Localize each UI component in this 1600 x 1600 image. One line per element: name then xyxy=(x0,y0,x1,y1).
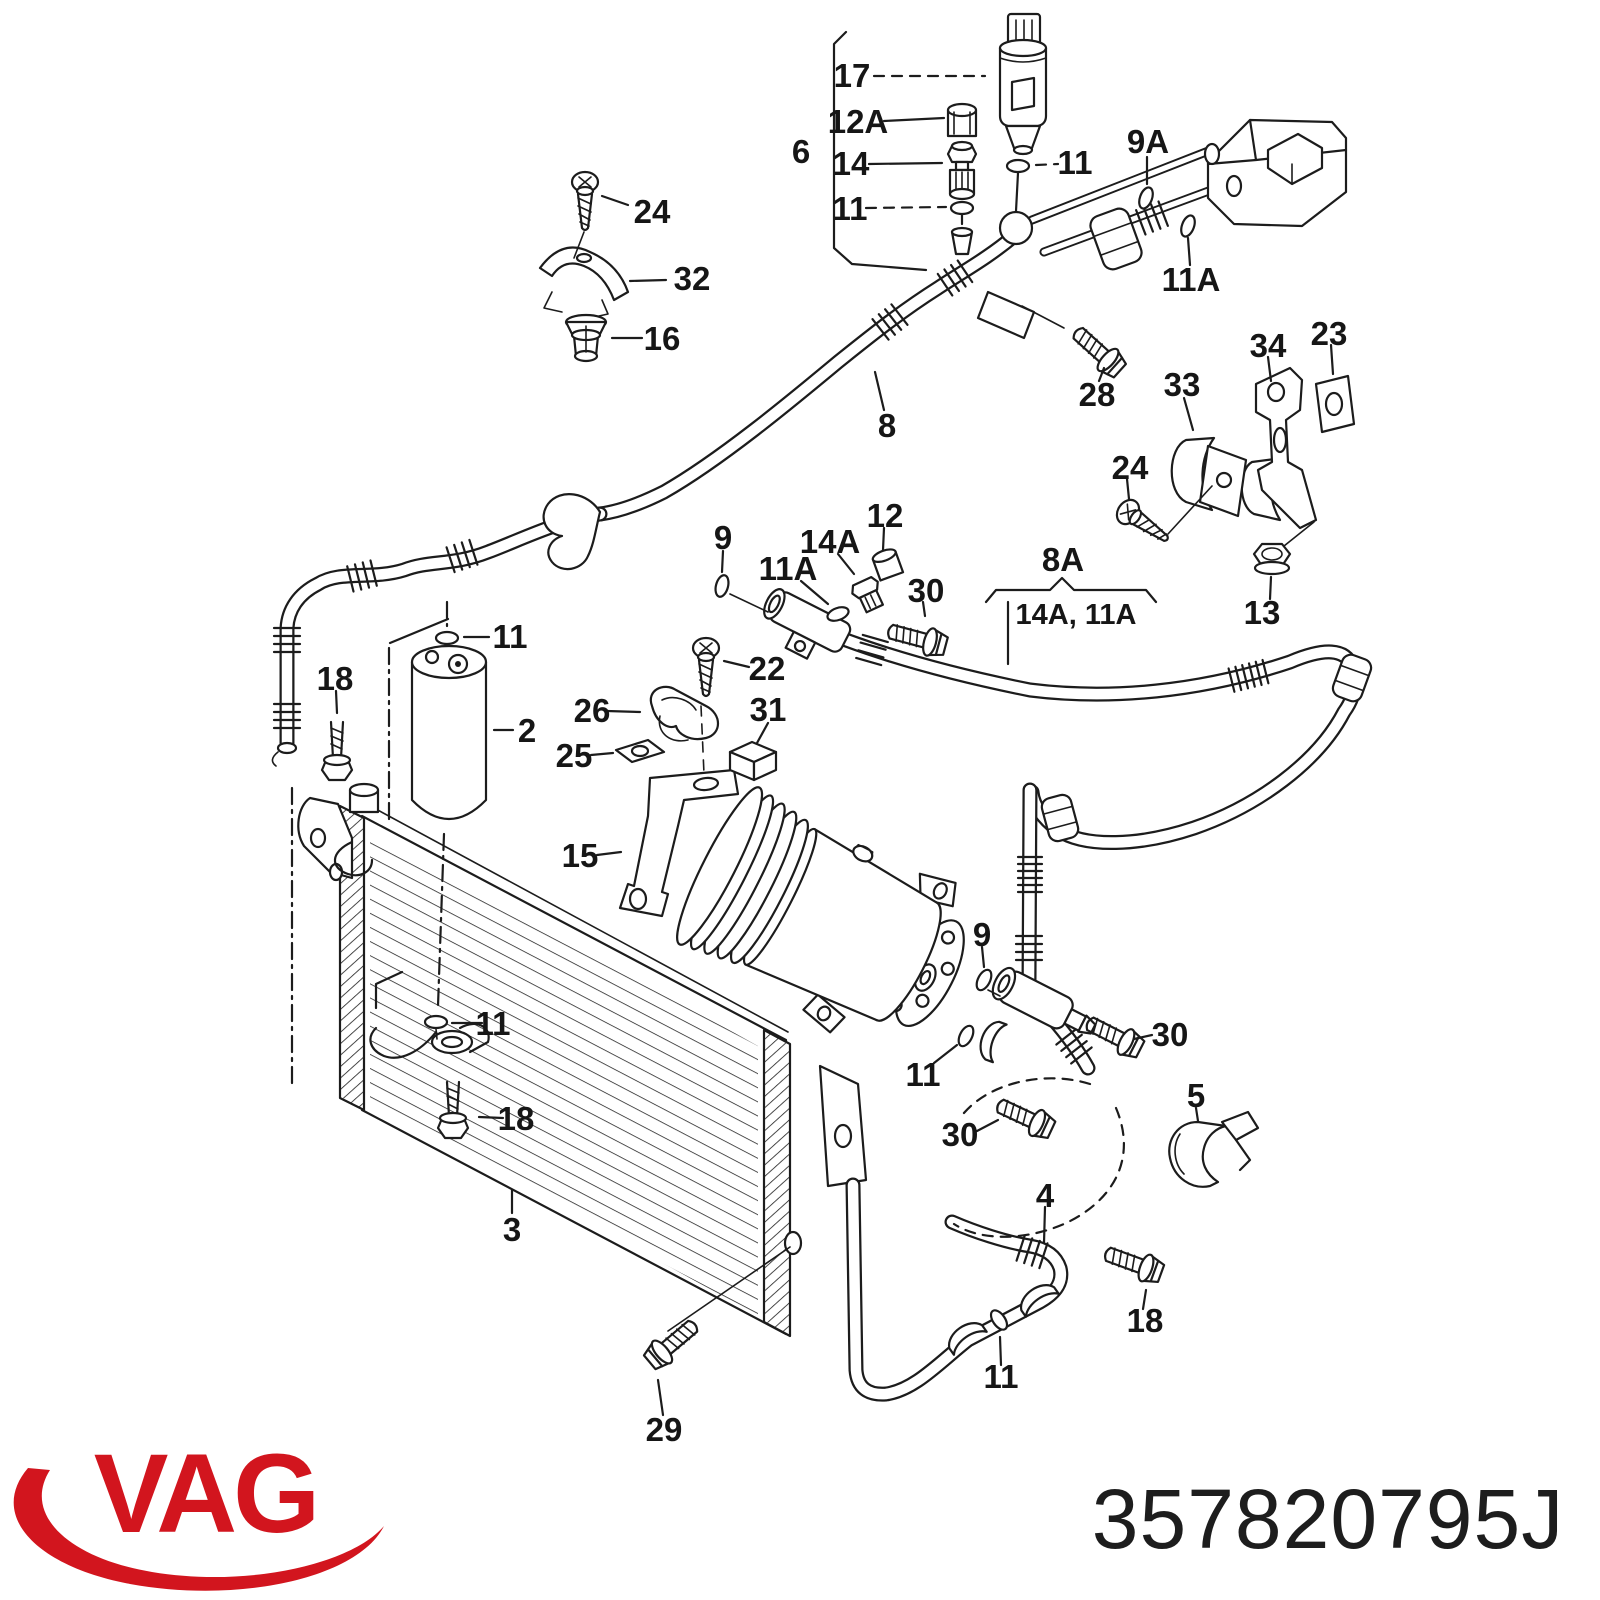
bolt-28 xyxy=(1065,319,1131,383)
callout-9-pipe: 9 xyxy=(714,519,732,556)
callout-14A: 14A xyxy=(800,523,861,560)
condenser-lower-fitting-drawing xyxy=(369,1022,490,1059)
callout-14: 14 xyxy=(833,145,870,182)
fasteners xyxy=(320,158,1315,1375)
callout-11-low: 11 xyxy=(984,1358,1019,1395)
callout-11A-mid: 11A xyxy=(759,550,818,587)
oring-11-drier xyxy=(434,630,460,646)
callout-11-valve: 11 xyxy=(833,190,868,227)
callout-labels: 6 17 12A 14 11 11 9A 11A 24 32 16 28 8 3… xyxy=(317,57,1348,1448)
callout-8A-sub: 14A, 11A xyxy=(1016,599,1137,631)
callout-22: 22 xyxy=(749,650,786,687)
callout-11A-top: 11A xyxy=(1162,261,1221,298)
oring-11-compressor xyxy=(954,1022,978,1050)
clip-16-drawing xyxy=(564,313,608,363)
callout-30-mid: 30 xyxy=(908,572,945,609)
callout-13: 13 xyxy=(1244,594,1281,631)
callout-18-left: 18 xyxy=(317,660,354,697)
callout-30-right: 30 xyxy=(1152,1016,1189,1053)
hose-8A-drawing xyxy=(838,632,1375,990)
brace-8A xyxy=(984,576,1158,604)
plate-nut-25-drawing xyxy=(614,738,666,764)
receiver-drier-drawing xyxy=(387,600,488,1008)
callout-23: 23 xyxy=(1311,315,1348,352)
callout-9A: 9A xyxy=(1127,123,1169,160)
callout-9-comp: 9 xyxy=(973,916,991,953)
expansion-valve-block-drawing xyxy=(1089,118,1348,271)
hose-8-drawing xyxy=(271,228,1022,767)
callout-5: 5 xyxy=(1187,1077,1205,1114)
group-bracket-6 xyxy=(832,30,928,272)
screw-24-left xyxy=(570,170,600,232)
callout-11-switch: 11 xyxy=(1058,144,1093,181)
callout-3: 3 xyxy=(503,1211,521,1248)
callout-26: 26 xyxy=(574,692,611,729)
oring-11A-top xyxy=(1177,212,1199,240)
bolt-18-condenser xyxy=(436,1080,470,1140)
bolt-18-right xyxy=(1099,1239,1167,1288)
manifold-junction-drawing xyxy=(763,588,852,660)
callout-24-right: 24 xyxy=(1112,449,1149,486)
callout-24-left: 24 xyxy=(634,193,671,230)
bolt-30-right xyxy=(1080,1008,1148,1063)
oring-9-compressor xyxy=(972,966,996,994)
callout-4: 4 xyxy=(1036,1177,1055,1214)
pipe-clip-small-drawing xyxy=(974,1017,1008,1064)
pressure-switch-assembly-drawing xyxy=(946,12,1048,256)
callout-8: 8 xyxy=(878,407,896,444)
callout-32: 32 xyxy=(674,260,711,297)
clamp-32-drawing xyxy=(538,246,630,319)
callout-12: 12 xyxy=(867,497,904,534)
callout-11-comp: 11 xyxy=(906,1056,941,1093)
callout-11-cond: 11 xyxy=(476,1005,511,1042)
connector-31-drawing xyxy=(728,740,778,782)
vag-logo-text: VAG xyxy=(94,1431,316,1556)
oring-11-switch xyxy=(1005,158,1031,174)
plate-23-drawing xyxy=(1314,374,1356,434)
callout-16: 16 xyxy=(644,320,681,357)
bracket-34-drawing xyxy=(1254,366,1318,530)
callout-28: 28 xyxy=(1079,376,1116,413)
pipes-to-valve-block-drawing xyxy=(1027,145,1238,257)
bolt-30-low xyxy=(991,1091,1059,1144)
screw-24-right xyxy=(1111,494,1176,552)
part-number: 357820795J xyxy=(1092,1472,1564,1566)
compressor-drawing xyxy=(676,786,965,1034)
nut-13 xyxy=(1252,542,1292,576)
valve-14A xyxy=(851,575,885,614)
callout-34: 34 xyxy=(1250,327,1287,364)
bolt-29 xyxy=(639,1312,706,1375)
callout-17: 17 xyxy=(834,57,871,94)
oring-11-valve xyxy=(949,200,975,216)
clamp-5-drawing xyxy=(1168,1110,1260,1188)
callout-2: 2 xyxy=(518,712,536,749)
condenser-drawing xyxy=(290,782,868,1338)
oring-9-pipe xyxy=(712,572,732,600)
callout-18-cond: 18 xyxy=(498,1100,535,1137)
callout-6: 6 xyxy=(792,133,810,170)
bolt-18-left xyxy=(320,720,354,782)
callout-18-right: 18 xyxy=(1127,1302,1164,1339)
oring-11A-mid xyxy=(824,603,852,625)
callout-29: 29 xyxy=(646,1411,683,1448)
cap-12 xyxy=(871,548,905,582)
leader-lines xyxy=(334,30,1335,1417)
callout-33: 33 xyxy=(1164,366,1201,403)
callout-12A: 12A xyxy=(828,103,889,140)
callout-31: 31 xyxy=(750,691,787,728)
callout-30-low: 30 xyxy=(942,1116,979,1153)
hose-4-drawing xyxy=(845,1010,1125,1402)
oring-11-condenser xyxy=(423,1014,449,1030)
screw-22 xyxy=(691,636,721,698)
callout-8A: 8A xyxy=(1042,541,1084,578)
callout-15: 15 xyxy=(562,837,599,874)
callout-11-drier: 11 xyxy=(493,618,528,655)
vag-logo: VAG xyxy=(13,1431,385,1591)
footer: VAG 357820795J xyxy=(13,1431,1564,1591)
bracket-15-drawing xyxy=(618,768,740,918)
callout-25: 25 xyxy=(556,737,593,774)
compressor-elbow-fitting-drawing xyxy=(991,966,1097,1035)
